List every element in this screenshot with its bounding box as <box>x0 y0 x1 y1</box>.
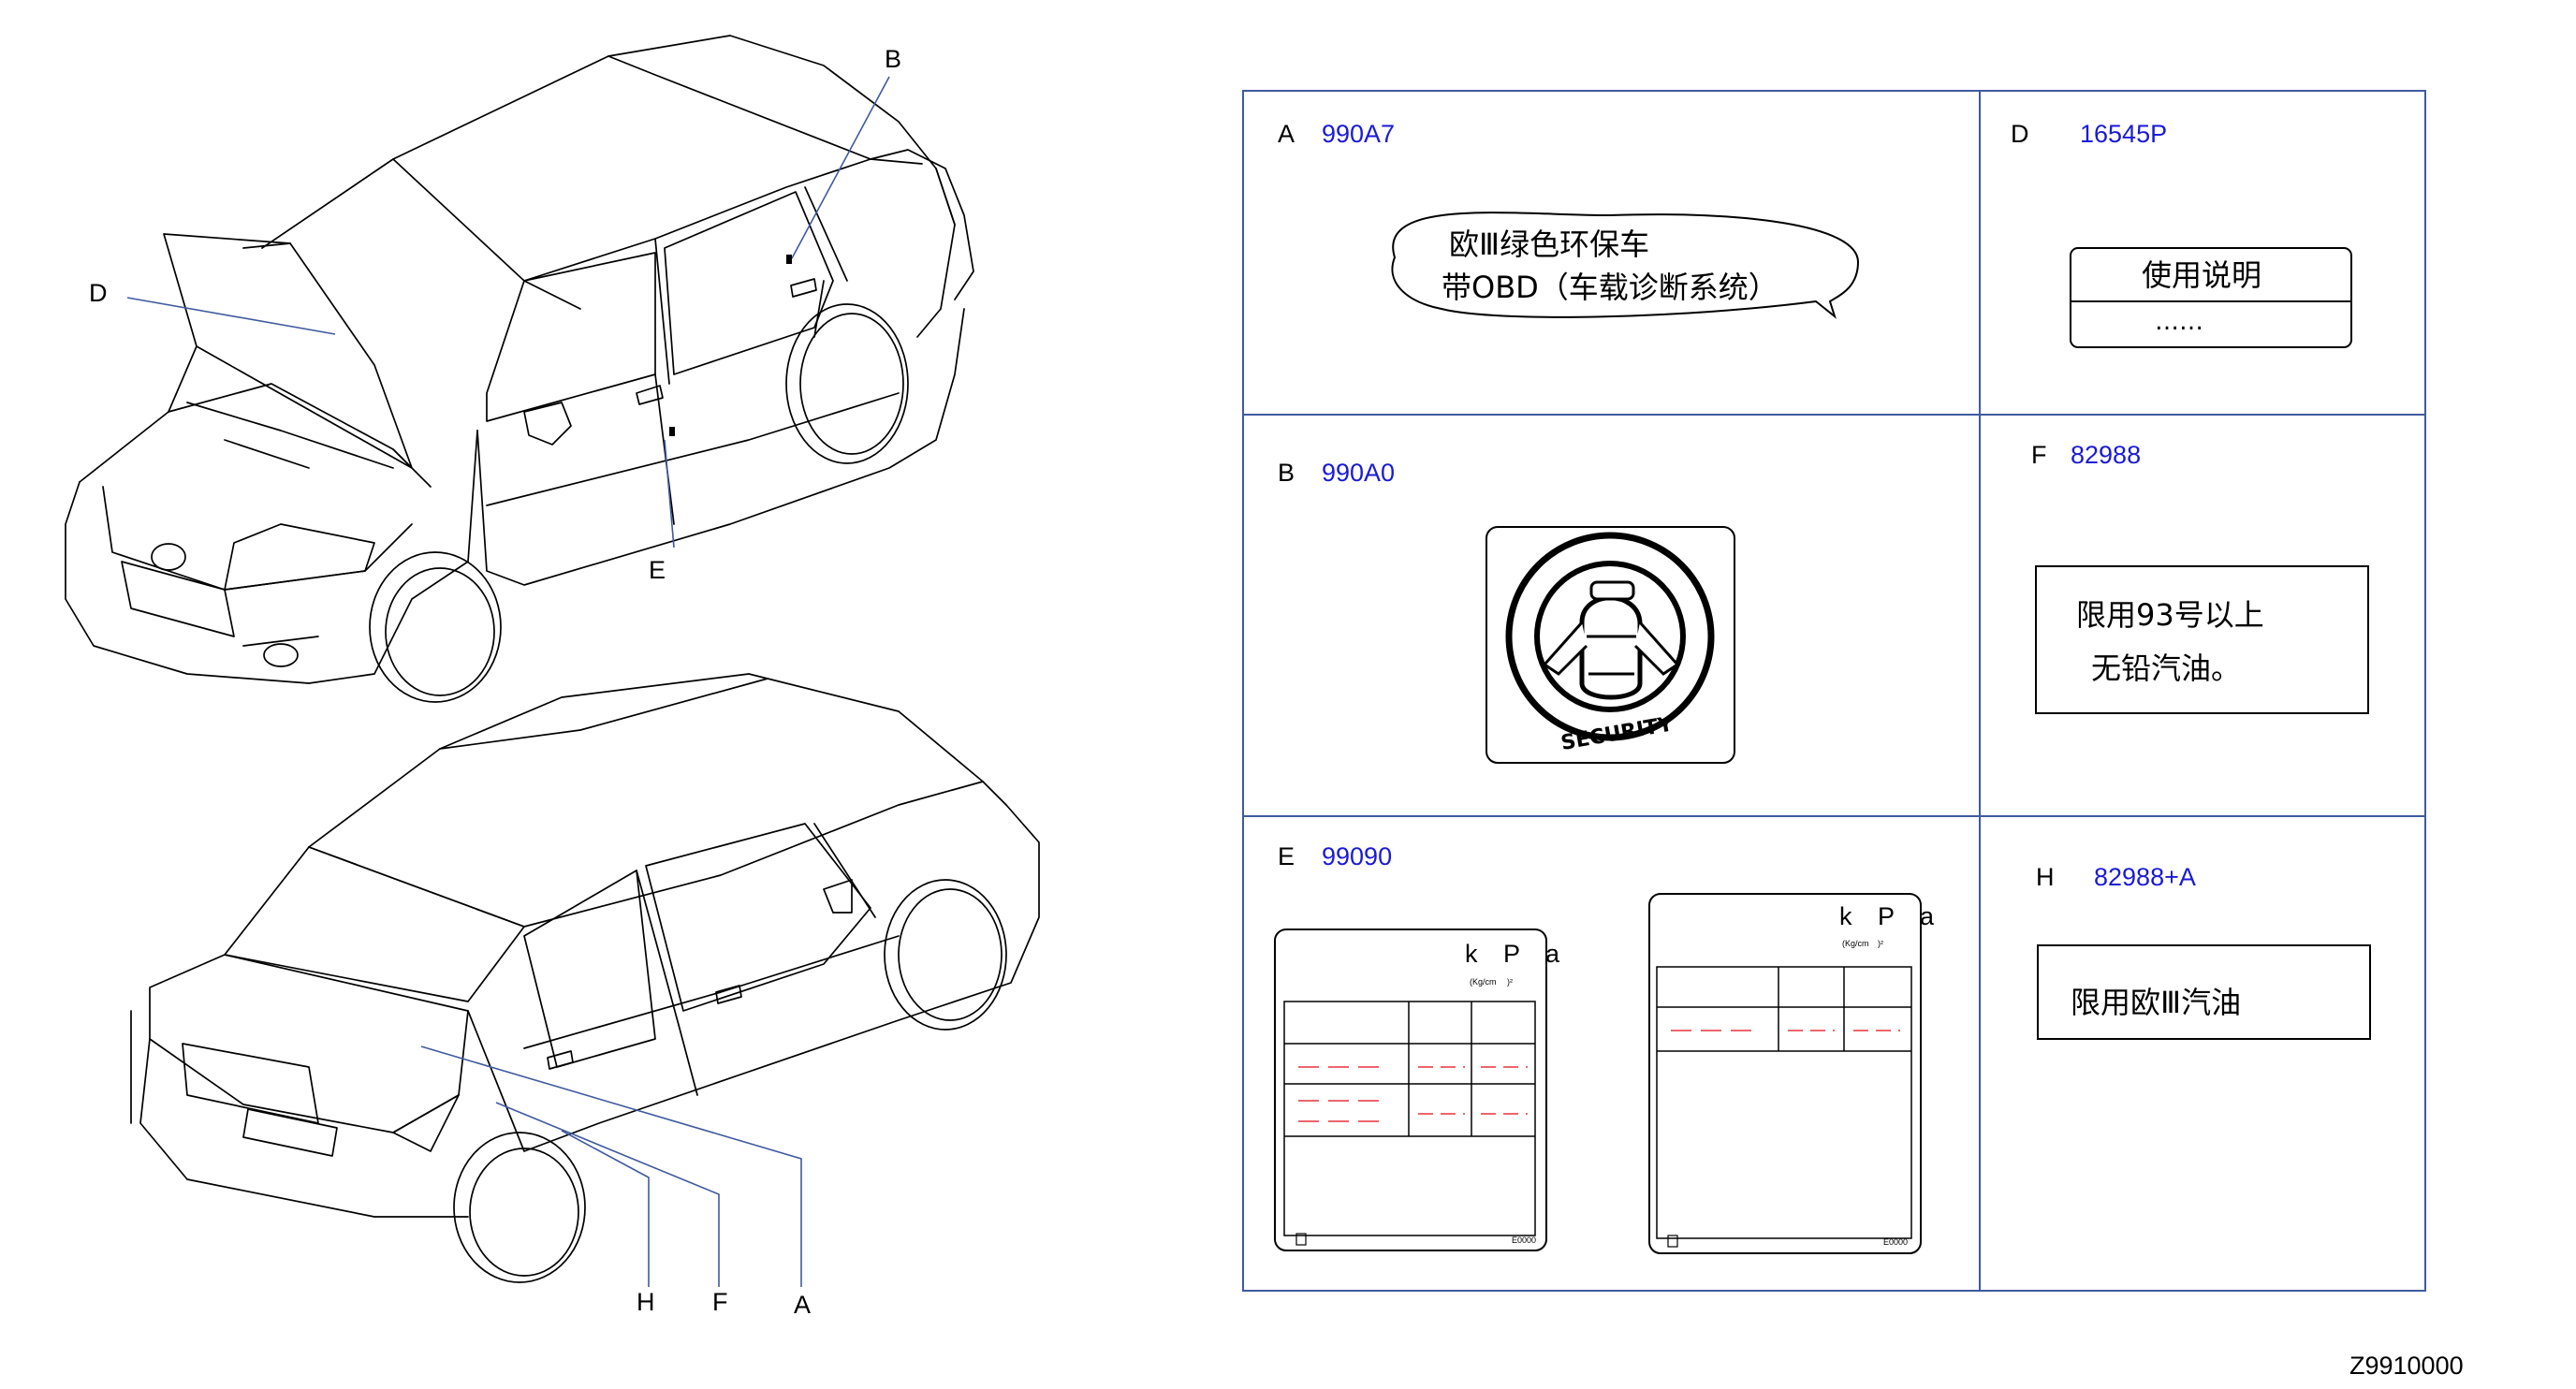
cell-E-letter: E <box>1278 842 1295 870</box>
cell-B-code: 990A0 <box>1322 459 1395 487</box>
cell-D-letter: D <box>2011 120 2029 148</box>
callout-D: D <box>89 279 108 307</box>
kgcm-unit-right: )² <box>1878 939 1883 948</box>
cell-H-letter: H <box>2036 863 2055 891</box>
cell-A-line1: 欧Ⅲ绿色环保车 <box>1449 227 1649 262</box>
cell-D-line2: …… <box>2155 308 2203 336</box>
cell-A-letter: A <box>1278 120 1295 148</box>
car-rear-illustration <box>130 673 1040 1283</box>
cell-F-line1: 限用93号以上 <box>2076 597 2264 633</box>
cell-F-code: 82988 <box>2071 441 2141 469</box>
car-front-illustration <box>65 35 974 703</box>
cell-B: B 990A0 SECURITY <box>1278 459 1735 764</box>
callout-F: F <box>712 1288 728 1316</box>
cell-F: F 82988 限用93号以上 无铅汽油。 <box>2031 441 2369 714</box>
cell-H-line1: 限用欧Ⅲ汽油 <box>2071 985 2241 1020</box>
callout-E: E <box>649 556 666 584</box>
cell-F-line2: 无铅汽油。 <box>2091 651 2241 686</box>
tire-placard-right: k P a (Kg/cm )² E0000 <box>1648 893 1943 1254</box>
cell-F-letter: F <box>2031 441 2047 469</box>
cell-E: E 99090 k P a (Kg/cm )² E000 <box>1274 842 1943 1254</box>
cell-A: A 990A7 欧Ⅲ绿色环保车 带OBD（车载诊断系统） <box>1278 120 1860 319</box>
security-emblem <box>1505 532 1715 741</box>
tire-placard-left: k P a (Kg/cm )² E0000 <box>1274 928 1569 1251</box>
placard-code-left: E0000 <box>1512 1235 1536 1245</box>
cell-H: H 82988+A 限用欧Ⅲ汽油 <box>2036 863 2371 1040</box>
kpa-label-left: k P a <box>1465 940 1569 968</box>
placard-code-right: E0000 <box>1883 1237 1908 1247</box>
cell-H-code: 82988+A <box>2094 863 2196 891</box>
cell-A-line2: 带OBD（车载诊断系统） <box>1442 270 1778 305</box>
figure-id: Z9910000 <box>2349 1352 2464 1380</box>
callout-H: H <box>637 1288 655 1316</box>
callout-B: B <box>885 45 901 73</box>
callout-A: A <box>794 1291 811 1319</box>
cell-D: D 16545P 使用说明 …… <box>2011 120 2352 348</box>
label-table-grid <box>1242 90 2426 1292</box>
kgcm-label-right: (Kg/cm <box>1842 939 1869 948</box>
kpa-label-right: k P a <box>1839 902 1943 930</box>
kgcm-unit-left: )² <box>1507 977 1513 987</box>
cell-E-code: 99090 <box>1322 842 1392 870</box>
cell-A-code: 990A7 <box>1322 120 1395 148</box>
cell-B-letter: B <box>1278 459 1295 487</box>
cell-D-line1: 使用说明 <box>2142 257 2261 293</box>
leader-lines <box>126 76 890 1287</box>
speech-bubble-label <box>1391 212 1860 319</box>
cell-D-code: 16545P <box>2080 120 2167 148</box>
kgcm-label-left: (Kg/cm <box>1470 977 1497 987</box>
